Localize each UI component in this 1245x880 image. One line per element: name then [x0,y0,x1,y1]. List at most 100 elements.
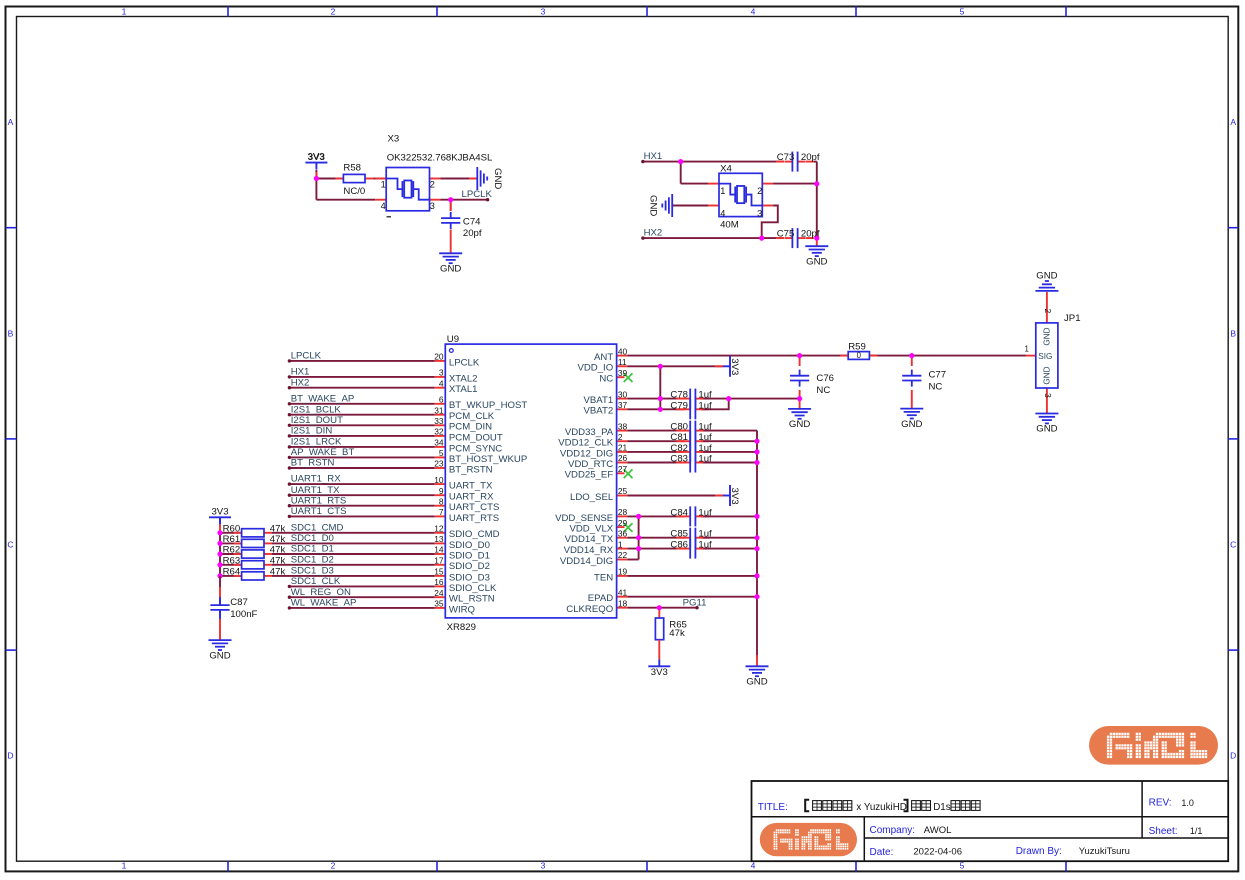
svg-text:HX1: HX1 [291,367,310,378]
svg-text:1: 1 [122,861,127,871]
svg-text:UART_TX: UART_TX [449,481,493,492]
svg-text:R63: R63 [223,555,241,566]
svg-text:GND: GND [806,256,827,267]
svg-text:SDC1_CLK: SDC1_CLK [291,576,341,587]
svg-text:3: 3 [541,861,546,871]
svg-text:R62: R62 [223,545,241,556]
svg-text:VDD14_RX: VDD14_RX [564,545,614,556]
svg-text:1uf: 1uf [698,422,712,433]
svg-text:SDC1_D0: SDC1_D0 [291,533,334,544]
svg-text:HX2: HX2 [644,228,663,239]
svg-text:C: C [1230,540,1236,550]
svg-text:1uf: 1uf [698,454,712,465]
svg-text:VDD_SENSE: VDD_SENSE [555,513,613,524]
svg-text:X3: X3 [388,133,400,144]
svg-text:100nF: 100nF [230,609,257,620]
svg-text:47k: 47k [270,545,286,556]
svg-text:HX2: HX2 [291,377,310,388]
svg-text:12: 12 [434,524,444,534]
svg-text:3: 3 [1043,393,1053,398]
svg-text:R58: R58 [343,163,361,174]
svg-text:31: 31 [434,405,444,415]
svg-text:YuzukiTsuru: YuzukiTsuru [1079,846,1130,857]
svg-text:21: 21 [618,443,628,453]
svg-text:C74: C74 [463,216,481,227]
svg-text:SDIO_D0: SDIO_D0 [449,540,490,551]
svg-text:C85: C85 [670,529,688,540]
svg-text:47k: 47k [270,555,286,566]
svg-text:VDD_IO: VDD_IO [577,363,613,374]
svg-text:33: 33 [434,416,444,426]
svg-text:Sheet:: Sheet: [1149,826,1178,837]
svg-text:1uf: 1uf [698,443,712,454]
svg-text:BT_WAKE_AP: BT_WAKE_AP [291,393,355,404]
svg-text:SDIO_CLK: SDIO_CLK [449,583,497,594]
svg-text:15: 15 [434,567,444,577]
svg-text:1uf: 1uf [698,432,712,443]
svg-text:Date:: Date: [870,847,894,858]
svg-text:AWOL: AWOL [924,825,952,836]
svg-text:47k: 47k [669,628,685,639]
svg-text:C83: C83 [670,454,688,465]
svg-text:1: 1 [618,539,623,549]
svg-text:R64: R64 [223,567,241,578]
svg-text:PCM_CLK: PCM_CLK [449,411,495,422]
svg-text:VBAT1: VBAT1 [584,395,614,406]
svg-text:GND: GND [1043,327,1052,345]
svg-text:VDD12_CLK: VDD12_CLK [558,438,614,449]
svg-text:1: 1 [1024,344,1028,353]
svg-text:NC/0: NC/0 [343,186,365,197]
svg-text:SDIO_CMD: SDIO_CMD [449,529,500,540]
svg-text:WIRQ: WIRQ [449,604,475,615]
svg-text:1.0: 1.0 [1181,798,1194,808]
svg-text:32: 32 [434,427,444,437]
svg-text:2: 2 [331,861,336,871]
svg-text:SDC1_CMD: SDC1_CMD [291,522,344,533]
svg-text:GND: GND [1036,424,1057,435]
svg-text:40M: 40M [720,220,739,231]
svg-text:R61: R61 [223,534,241,545]
svg-text:C73: C73 [777,152,795,163]
svg-text:1uf: 1uf [698,507,712,518]
svg-text:4: 4 [751,861,756,871]
svg-text:B: B [8,328,14,338]
svg-text:CLKREQO: CLKREQO [566,604,613,615]
svg-text:20pf: 20pf [463,228,482,239]
svg-text:20pf: 20pf [801,228,820,239]
svg-text:GND: GND [492,168,503,189]
svg-text:VBAT2: VBAT2 [584,406,614,417]
svg-text:1: 1 [720,186,725,196]
svg-text:GND: GND [746,677,767,688]
svg-text:XR829: XR829 [447,622,476,633]
svg-text:10: 10 [434,475,444,485]
svg-text:C81: C81 [670,432,688,443]
svg-text:C86: C86 [670,540,688,551]
svg-text:1uf: 1uf [698,390,712,401]
svg-text:13: 13 [434,534,444,544]
svg-text:NC: NC [929,381,943,392]
svg-text:C75: C75 [777,228,795,239]
svg-text:VDD_VLX: VDD_VLX [569,524,613,535]
svg-text:24: 24 [434,588,444,598]
svg-text:SDC1_D1: SDC1_D1 [291,544,334,555]
svg-text:VDD14_DIG: VDD14_DIG [560,556,613,567]
svg-text:SDIO_D3: SDIO_D3 [449,572,490,583]
svg-text:40: 40 [618,346,628,356]
svg-text:C: C [7,540,13,550]
svg-text:NC: NC [816,385,830,396]
svg-text:C87: C87 [230,597,248,608]
svg-text:9: 9 [439,486,444,496]
svg-text:UART_RTS: UART_RTS [449,513,499,524]
svg-text:XTAL1: XTAL1 [449,384,478,395]
svg-text:5: 5 [960,861,965,871]
svg-text:3: 3 [439,368,444,378]
svg-text:C76: C76 [816,373,834,384]
svg-text:27: 27 [618,464,628,474]
svg-text:3: 3 [541,7,546,17]
svg-text:Drawn By:: Drawn By: [1016,846,1062,857]
svg-text:GND: GND [209,650,230,661]
svg-text:U9: U9 [447,334,459,345]
svg-text:SDIO_D1: SDIO_D1 [449,550,490,561]
svg-text:TEN: TEN [594,572,613,583]
svg-text:4: 4 [720,208,725,218]
